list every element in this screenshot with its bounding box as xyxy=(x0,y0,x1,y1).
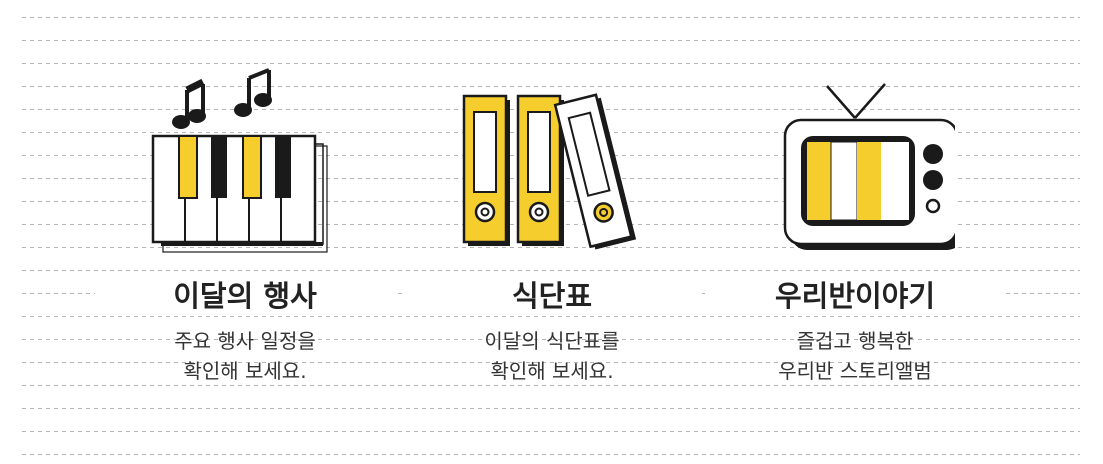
card-description: 즐겁고 행복한 우리반 스토리앨범 xyxy=(705,326,1005,386)
card-title: 이달의 행사 xyxy=(95,276,395,316)
card-description-line: 주요 행사 일정을 xyxy=(174,329,316,353)
card-description-line: 확인해 보세요. xyxy=(490,359,614,383)
card-meal-plan[interactable]: 식단표 이달의 식단표를 확인해 보세요. xyxy=(402,60,702,420)
card-description: 주요 행사 일정을 확인해 보세요. xyxy=(95,326,395,386)
card-description: 이달의 식단표를 확인해 보세요. xyxy=(402,326,702,386)
binders-icon xyxy=(402,60,702,260)
card-title: 식단표 xyxy=(402,276,702,316)
card-monthly-events[interactable]: 이달의 행사 주요 행사 일정을 확인해 보세요. xyxy=(95,60,395,420)
card-description-line: 우리반 스토리앨범 xyxy=(778,359,932,383)
piano-music-icon xyxy=(95,60,395,260)
card-class-story[interactable]: 우리반이야기 즐겁고 행복한 우리반 스토리앨범 xyxy=(705,60,1005,420)
card-description-line: 확인해 보세요. xyxy=(183,359,307,383)
card-description-line: 즐겁고 행복한 xyxy=(796,329,914,353)
card-description-line: 이달의 식단표를 xyxy=(484,329,620,353)
card-title: 우리반이야기 xyxy=(705,276,1005,316)
television-icon xyxy=(705,60,1005,260)
